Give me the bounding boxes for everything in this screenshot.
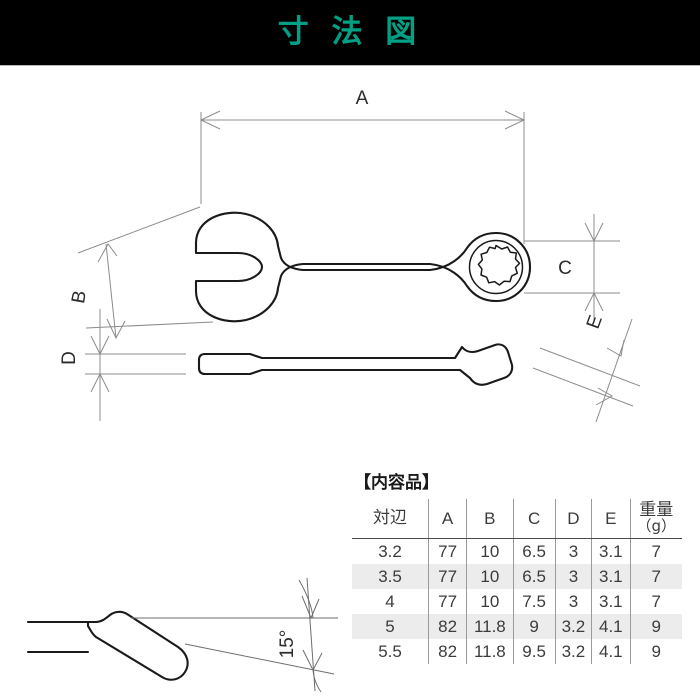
cell-c: 9 [513, 613, 556, 639]
column-header-a: A [428, 499, 468, 539]
cell-e: 4.1 [591, 638, 631, 664]
dimension-d-label: D [59, 351, 80, 365]
column-header-across-flats: 対辺 [352, 499, 430, 539]
header-divider [0, 65, 700, 66]
table-body: 3.2 77 10 6.5 3 3.1 7 3.5 77 10 6.5 3 3.… [352, 538, 682, 664]
dimension-e-label: E [583, 313, 607, 332]
table-row: 5 82 11.8 9 3.2 4.1 9 [352, 613, 682, 639]
column-header-weight-unit: （g） [636, 517, 677, 536]
cell-a: 77 [428, 588, 468, 614]
cell-b: 10 [466, 588, 514, 614]
page-title: 寸 法 図 [277, 14, 423, 50]
table-row: 3.5 77 10 6.5 3 3.1 7 [352, 563, 682, 589]
technical-drawing: .thin { stroke:#8c8c8c; stroke-width:1; … [26, 88, 641, 693]
table-header-row: 対辺 A B C D E 重量 （g） [352, 499, 682, 539]
cell-across-flats: 5.5 [352, 638, 430, 664]
dimension-a-group: A [199, 88, 526, 244]
angle-detail-view: 15° [26, 577, 338, 693]
cell-a: 82 [428, 613, 468, 639]
dimension-d-group: D [59, 309, 186, 421]
cell-b: 10 [466, 538, 514, 564]
cell-b: 11.8 [466, 638, 514, 664]
cell-d: 3.2 [555, 638, 593, 664]
cell-across-flats: 4 [352, 588, 430, 614]
cell-weight: 7 [651, 541, 661, 561]
cell-a: 77 [428, 538, 468, 564]
cell-e: 4.1 [591, 613, 631, 639]
column-header-weight: 重量 （g） [630, 499, 682, 539]
table-row: 4 77 10 7.5 3 3.1 7 [352, 588, 682, 614]
cell-c: 6.5 [513, 563, 556, 589]
column-header-e: E [591, 499, 631, 539]
dimension-c-group: C [524, 214, 620, 323]
cell-e: 3.1 [591, 563, 631, 589]
cell-a: 77 [428, 563, 468, 589]
table-header: 対辺 A B C D E 重量 （g） [352, 499, 682, 539]
cell-e: 3.1 [591, 538, 631, 564]
cell-across-flats: 5 [352, 613, 430, 639]
table-row: 3.2 77 10 6.5 3 3.1 7 [352, 538, 682, 564]
angle-15-label: 15° [277, 630, 298, 659]
cell-c: 7.5 [513, 588, 556, 614]
table-row: 5.5 82 11.8 9.5 3.2 4.1 9 [352, 638, 682, 664]
dimension-e-group: E [532, 313, 641, 423]
cell-d: 3 [555, 588, 593, 614]
cell-across-flats: 3.5 [352, 563, 430, 589]
column-header-d: D [555, 499, 593, 539]
wrench-side-view [197, 343, 514, 386]
cell-weight: 9 [651, 641, 661, 661]
specifications-table: 対辺 A B C D E 重量 （g） 3.2 [352, 499, 682, 664]
cell-weight: 7 [630, 563, 682, 589]
cell-d: 3 [555, 538, 593, 564]
cell-weight: 9 [630, 613, 682, 639]
column-header-weight-text: 重量 [639, 500, 674, 520]
page-header: 寸 法 図 [0, 0, 700, 65]
cell-weight: 7 [651, 591, 661, 611]
parts-list-block: 【内容品】 対辺 A B C D E 重量 （g） [352, 468, 684, 664]
cell-b: 11.8 [466, 613, 514, 639]
parts-list-caption: 【内容品】 [354, 473, 439, 493]
cell-across-flats: 3.2 [352, 538, 430, 564]
cell-e: 3.1 [591, 588, 631, 614]
cell-d: 3 [555, 563, 593, 589]
cell-b: 10 [466, 563, 514, 589]
dimension-a-label: A [356, 88, 369, 109]
column-header-b: B [466, 499, 514, 539]
cell-a: 82 [428, 638, 468, 664]
column-header-c: C [513, 499, 556, 539]
dimension-b-group: B [68, 206, 214, 340]
wrench-top-view [194, 211, 532, 323]
cell-c: 9.5 [513, 638, 556, 664]
dimension-c-label: C [558, 258, 572, 279]
cell-d: 3.2 [555, 613, 593, 639]
cell-c: 6.5 [513, 538, 556, 564]
dimension-b-label: B [68, 289, 91, 305]
